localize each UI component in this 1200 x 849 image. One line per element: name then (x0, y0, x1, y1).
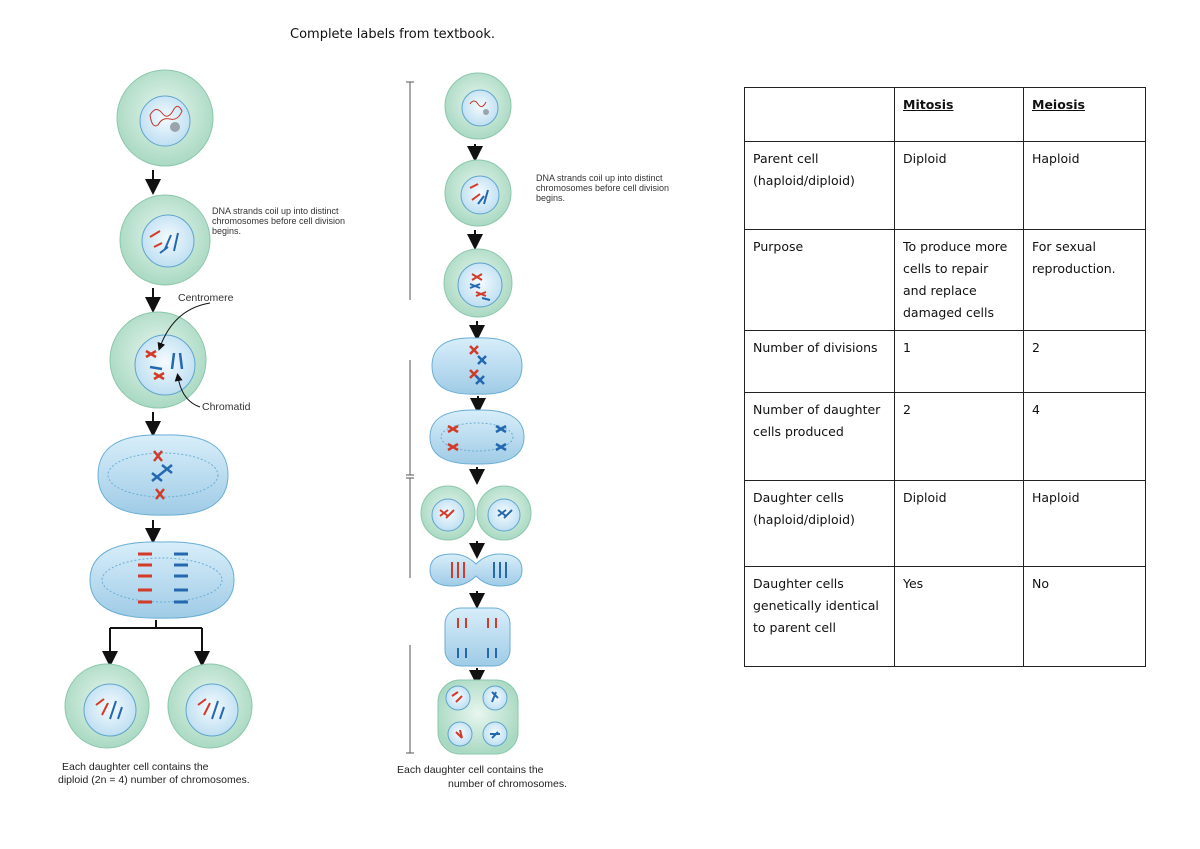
mitosis-prophase-cell (119, 194, 211, 286)
table-header-meiosis: Meiosis (1023, 87, 1146, 142)
meiosis-anaphase2-cells (444, 607, 511, 667)
comparison-table: Mitosis Meiosis Parent cell (haploid/dip… (744, 87, 1146, 667)
table-cell: Number of divisions (744, 330, 895, 393)
table-row: Number of daughter cells produced 2 4 (744, 392, 1146, 481)
meiosis-caption-line1: Each daughter cell contains the (397, 764, 544, 776)
table-cell: Diploid (894, 141, 1024, 230)
table-row: Daughter cells (haploid/diploid) Diploid… (744, 480, 1146, 567)
table-cell: 2 (1023, 330, 1146, 393)
meiosis-caption-line2: number of chromosomes. (448, 778, 568, 790)
mitosis-anaphase-cell (89, 541, 235, 619)
mitosis-metaphase-cell (97, 434, 229, 516)
centromere-label: Centromere (178, 292, 234, 304)
meiosis-telophase1-cells (420, 485, 532, 541)
table-cell: Daughter cells genetically identical to … (744, 566, 895, 667)
table-cell: 4 (1023, 392, 1146, 481)
table-cell: Purpose (744, 229, 895, 331)
meiosis-prophase1-cell (443, 248, 513, 318)
table-cell: No (1023, 566, 1146, 667)
mitosis-daughter-cell-left (64, 663, 150, 749)
meiosis-metaphase2-cells (429, 553, 523, 587)
meiosis-diagram (406, 72, 532, 755)
table-cell: Daughter cells (haploid/diploid) (744, 480, 895, 567)
table-cell: To produce more cells to repair and repl… (894, 229, 1024, 331)
mitosis-interphase-cell (116, 69, 214, 167)
table-cell: Number of daughter cells produced (744, 392, 895, 481)
table-header-mitosis: Mitosis (894, 87, 1024, 142)
table-cell: 1 (894, 330, 1024, 393)
meiosis-dna-label: DNA strands coil up into distinct chromo… (536, 173, 670, 203)
mitosis-daughter-cell-right (167, 663, 253, 749)
table-row: Daughter cells genetically identical to … (744, 566, 1146, 667)
mitosis-late-prophase-cell (109, 311, 207, 409)
table-cell: Parent cell (haploid/diploid) (744, 141, 895, 230)
table-cell: Diploid (894, 480, 1024, 567)
table-row: Parent cell (haploid/diploid) Diploid Ha… (744, 141, 1146, 230)
table-cell: For sexual reproduction. (1023, 229, 1146, 331)
table-cell: Haploid (1023, 141, 1146, 230)
chromatid-label: Chromatid (202, 401, 251, 413)
mitosis-caption-line2: diploid (2n = 4) number of chromosomes. (58, 774, 250, 786)
table-cell: Haploid (1023, 480, 1146, 567)
mitosis-dna-label: DNA strands coil up into distinct chromo… (212, 206, 346, 236)
table-header-empty (744, 87, 895, 142)
mitosis-caption-line1: Each daughter cell contains the (62, 761, 209, 773)
meiosis-metaphase1-cell (431, 337, 523, 395)
meiosis-phase-brackets (406, 81, 414, 754)
meiosis-prophase-cell (444, 159, 512, 227)
table-row: Purpose To produce more cells to repair … (744, 229, 1146, 331)
meiosis-interphase-cell (444, 72, 512, 140)
table-header-row: Mitosis Meiosis (744, 87, 1146, 142)
table-cell: Yes (894, 566, 1024, 667)
meiosis-anaphase1-cell (429, 409, 525, 465)
mitosis-diagram (64, 69, 253, 749)
instruction-text: Complete labels from textbook. (290, 27, 495, 42)
table-row: Number of divisions 1 2 (744, 330, 1146, 393)
meiosis-daughter-cells (437, 679, 519, 755)
table-cell: 2 (894, 392, 1024, 481)
